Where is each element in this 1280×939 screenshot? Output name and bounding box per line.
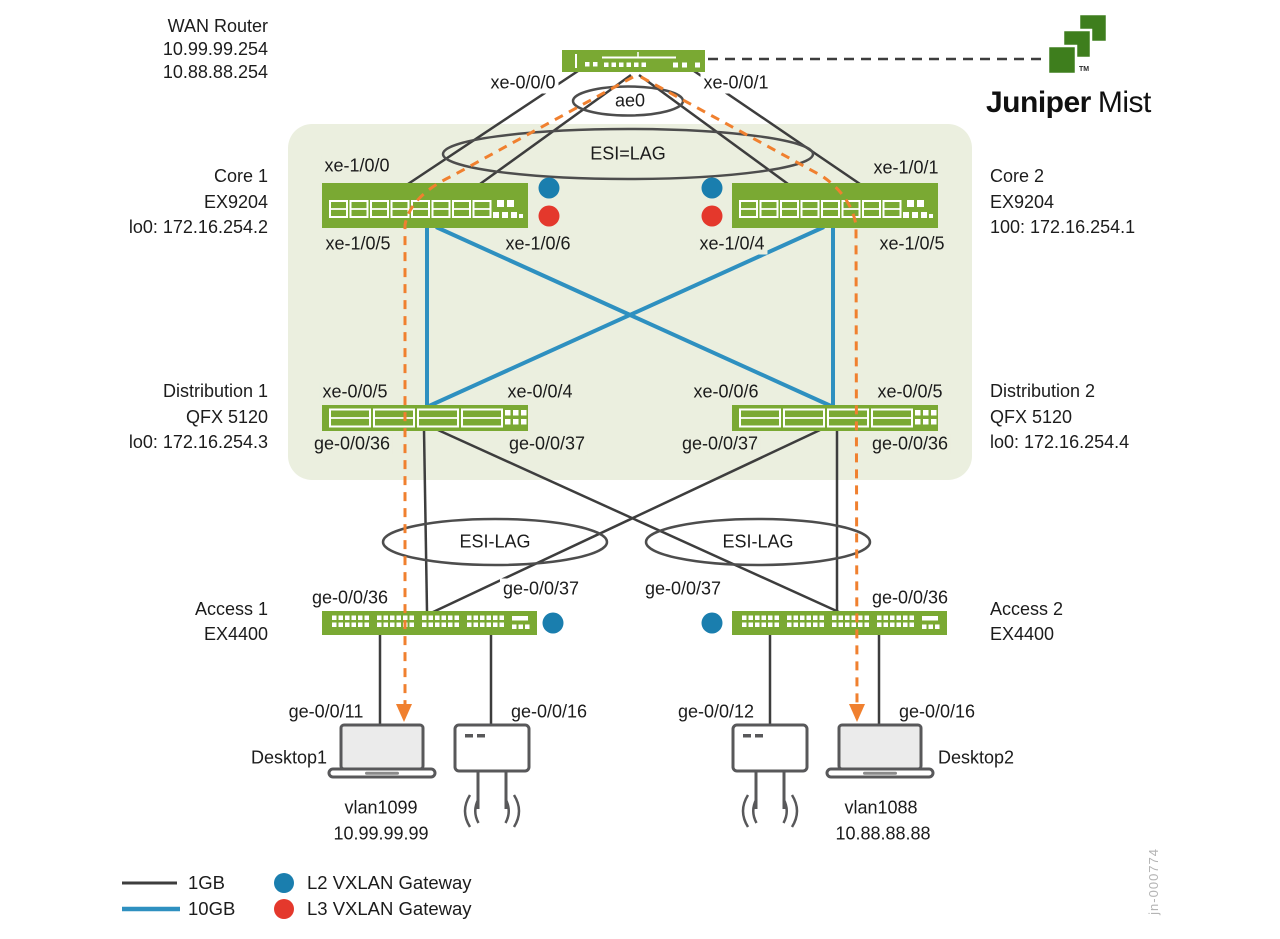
access2-model: EX4400 <box>990 624 1055 644</box>
wan-router-label: WAN Router 10.99.99.254 10.88.88.254 <box>48 15 268 84</box>
port-core2-bl: xe-1/0/4 <box>696 233 768 255</box>
access1-esi-lag-ellipse <box>381 517 609 567</box>
juniper-mist-logo-icon <box>1046 12 1109 76</box>
access1-esi-lag-label: ESI-LAG <box>456 531 534 553</box>
access2-name: Access 2 <box>990 599 1064 619</box>
port-core1-bl: xe-1/0/5 <box>322 233 394 255</box>
dist2-loopback: lo0: 172.16.254.4 <box>990 432 1130 452</box>
access1-l2-vxlan-dot <box>542 612 564 634</box>
port-core2-top: xe-1/0/1 <box>870 157 942 179</box>
port-access2-ap: ge-0/0/12 <box>674 701 758 723</box>
desktop2-name: Desktop2 <box>934 747 1018 769</box>
desktop1-name: Desktop1 <box>247 747 331 769</box>
wan-router-icon <box>562 50 705 72</box>
port-access1-ap: ge-0/0/16 <box>507 701 591 723</box>
logo-brand: Juniper <box>986 86 1091 119</box>
core-distribution-links <box>425 225 835 408</box>
port-access1-tl: ge-0/0/36 <box>308 587 392 609</box>
dist1-model: QFX 5120 <box>185 406 268 427</box>
core2-label: Core 2 EX9204 100: 172.16.254.1 <box>990 164 1135 241</box>
desktop2-vlan: vlan1088 <box>844 797 918 818</box>
access2-label: Access 2 EX4400 <box>990 597 1063 647</box>
dist1-loopback: lo0: 172.16.254.3 <box>128 432 268 452</box>
port-dist2-bl: ge-0/0/37 <box>678 433 762 455</box>
core1-l3-vxlan-dot <box>538 205 560 227</box>
port-dist1-bl: ge-0/0/36 <box>310 433 394 455</box>
core-esi-lag-label: ESI=LAG <box>587 143 669 165</box>
traffic-path-left <box>403 75 634 705</box>
port-dist2-br: ge-0/0/36 <box>868 433 952 455</box>
dist2-label: Distribution 2 QFX 5120 lo0: 172.16.254.… <box>990 379 1129 456</box>
wan-router-ip-b: 10.88.88.254 <box>162 62 268 82</box>
core2-l3-vxlan-dot <box>701 205 723 227</box>
core1-name: Core 1 <box>213 166 268 186</box>
dist1-name: Distribution 1 <box>162 381 268 401</box>
port-access2-desktop: ge-0/0/16 <box>895 701 979 723</box>
port-dist1-tl: xe-0/0/5 <box>319 381 391 403</box>
core2-l2-vxlan-dot <box>701 177 723 199</box>
dist2-model: QFX 5120 <box>990 406 1073 427</box>
dist2-name: Distribution 2 <box>990 381 1096 401</box>
port-dist1-br: ge-0/0/37 <box>505 433 589 455</box>
port-core1-top: xe-1/0/0 <box>321 155 393 177</box>
ae0-label: ae0 <box>611 90 649 112</box>
port-access1-tr: ge-0/0/37 <box>499 578 583 600</box>
traffic-arrow-left <box>396 704 412 722</box>
legend-10gb-label: 10GB <box>188 898 236 919</box>
core2-model: EX9204 <box>990 191 1055 212</box>
distribution-access-links <box>422 428 842 615</box>
port-dist2-tr: xe-0/0/5 <box>874 381 946 403</box>
port-wan-right: xe-0/0/1 <box>700 72 772 94</box>
port-access2-tr: ge-0/0/36 <box>868 587 952 609</box>
core2-loopback: 100: 172.16.254.1 <box>990 217 1136 237</box>
port-access2-tl: ge-0/0/37 <box>641 578 725 600</box>
access1-model: EX4400 <box>203 624 268 644</box>
legend-l2-vxlan-label: L2 VXLAN Gateway <box>307 872 472 893</box>
port-core2-br: xe-1/0/5 <box>876 233 948 255</box>
core1-loopback: lo0: 172.16.254.2 <box>128 217 268 237</box>
core1-l2-vxlan-dot <box>538 177 560 199</box>
access-endpoint-links <box>378 634 881 726</box>
access1-name: Access 1 <box>194 599 268 619</box>
desktop2-ip: 10.88.88.88 <box>835 823 931 844</box>
desktop1-vlan: vlan1099 <box>344 797 418 818</box>
traffic-arrow-right <box>849 704 865 722</box>
port-wan-left: xe-0/0/0 <box>487 72 559 94</box>
core1-model: EX9204 <box>203 191 268 212</box>
wan-router-ip-a: 10.99.99.254 <box>162 39 268 59</box>
access2-esi-lag-label: ESI-LAG <box>719 531 797 553</box>
wan-router-name: WAN Router <box>167 16 268 36</box>
dist1-label: Distribution 1 QFX 5120 lo0: 172.16.254.… <box>48 379 268 456</box>
access1-label: Access 1 EX4400 <box>48 597 268 647</box>
desktop1-ip: 10.99.99.99 <box>333 823 429 844</box>
core-esi-lag-ellipse <box>441 127 815 181</box>
access2-l2-vxlan-dot <box>701 612 723 634</box>
logo-trademark: TM <box>1079 66 1090 73</box>
access2-esi-lag-ellipse <box>644 517 872 567</box>
port-access1-desktop: ge-0/0/11 <box>285 701 367 723</box>
port-core1-br: xe-1/0/6 <box>502 233 574 255</box>
port-dist1-tr: xe-0/0/4 <box>504 381 576 403</box>
legend-1gb-label: 1GB <box>188 872 226 893</box>
port-dist2-tl: xe-0/0/6 <box>690 381 762 403</box>
logo-product: Mist <box>1097 86 1152 119</box>
legend-l3-vxlan-label: L3 VXLAN Gateway <box>307 898 472 919</box>
core1-label: Core 1 EX9204 lo0: 172.16.254.2 <box>48 164 268 241</box>
core2-name: Core 2 <box>990 166 1045 186</box>
legend-swatches <box>122 873 294 919</box>
traffic-path-right <box>640 75 859 706</box>
